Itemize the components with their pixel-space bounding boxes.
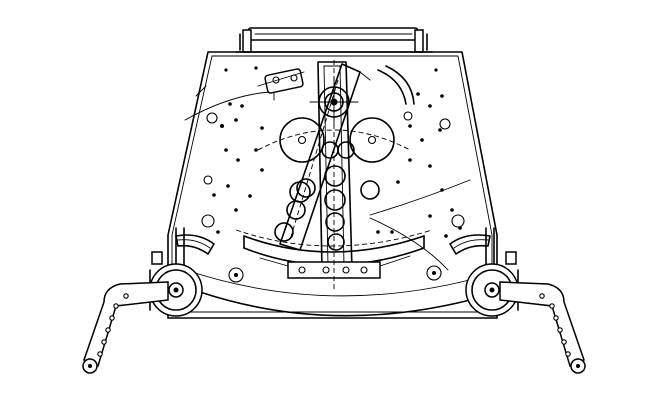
left-adjustment-leg: [82, 281, 169, 374]
upper-slot-segment: [377, 65, 415, 105]
tension-bracket: [257, 68, 305, 101]
construction-lines: [195, 60, 411, 290]
bolt-holes: [210, 66, 462, 238]
right-adjustment-leg: [499, 281, 586, 374]
top-handle-bar: [235, 27, 433, 53]
corner-holes: [201, 111, 465, 283]
